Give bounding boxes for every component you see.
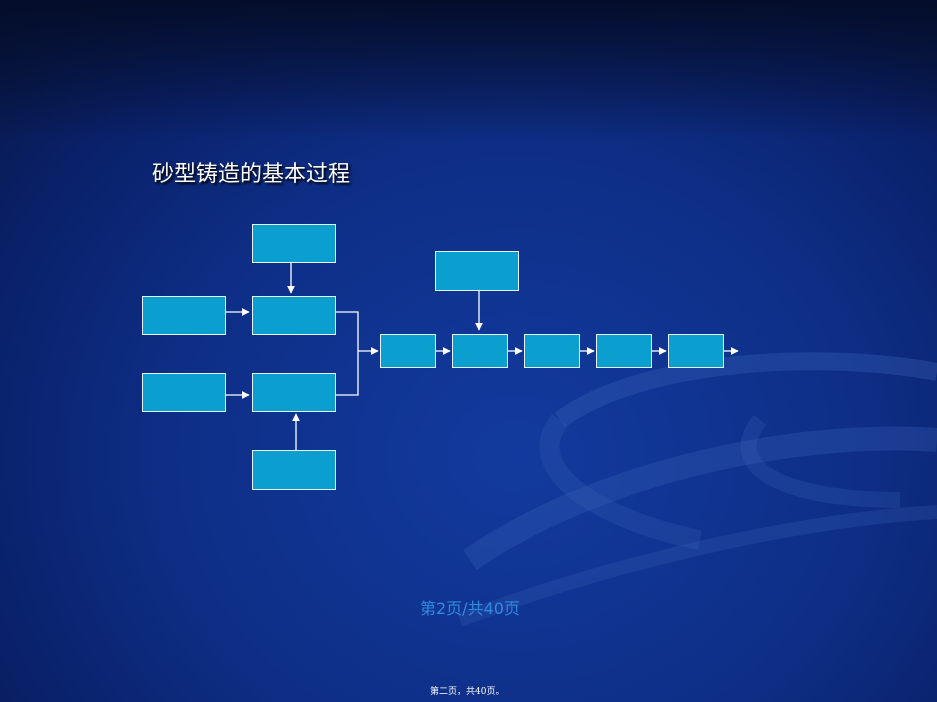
merge-bracket (336, 311, 359, 396)
top-shade (0, 0, 937, 140)
diagram-box-bottom (252, 450, 336, 490)
diagram-box-chain-3 (524, 334, 580, 368)
page-label: 第2页/共40页 (420, 599, 520, 618)
slide-title: 砂型铸造的基本过程 (152, 162, 351, 187)
diagram-box-chain-1 (380, 334, 436, 368)
diagram-box-center-top (252, 296, 336, 335)
diagram-box-chain-5 (668, 334, 724, 368)
diagram-box-top (252, 224, 336, 263)
diagram-box-center-bottom (252, 373, 336, 412)
diagram-box-left-top (142, 296, 226, 335)
diagram-box-left-bottom (142, 373, 226, 412)
footer-label: 第二页，共40页。 (430, 687, 505, 697)
diagram-box-top-right (435, 251, 519, 291)
diagram-box-chain-2 (452, 334, 508, 368)
diagram-box-chain-4 (596, 334, 652, 368)
